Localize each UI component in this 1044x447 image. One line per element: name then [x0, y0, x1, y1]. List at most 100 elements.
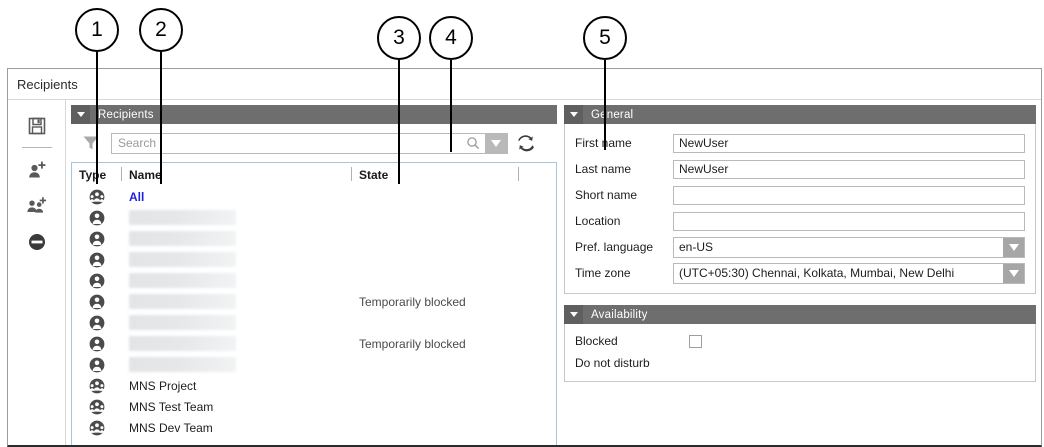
- input-location[interactable]: [673, 211, 1025, 231]
- search-input[interactable]: Search: [111, 132, 461, 154]
- refresh-button[interactable]: [508, 133, 544, 153]
- panes: Recipients Search: [66, 100, 1041, 445]
- callout-badge-1: 1: [75, 8, 119, 52]
- input-short-name[interactable]: [673, 185, 1025, 205]
- collapse-general-button[interactable]: [564, 105, 583, 124]
- availability-section-header: Availability: [564, 305, 1036, 324]
- table-row[interactable]: All: [72, 186, 556, 207]
- cell-name: [122, 357, 352, 373]
- table-row[interactable]: [72, 354, 556, 375]
- cell-name: [122, 315, 352, 331]
- table-row[interactable]: MNS Project: [72, 375, 556, 396]
- callout-badge-4: 4: [429, 16, 473, 60]
- column-separator[interactable]: [518, 167, 519, 181]
- recipient-name: MNS Project: [129, 378, 197, 393]
- table-row[interactable]: MNS Test Team: [72, 396, 556, 417]
- select-value: (UTC+05:30) Chennai, Kolkata, Mumbai, Ne…: [679, 266, 955, 280]
- cell-type: [72, 336, 122, 352]
- save-icon: [28, 117, 46, 135]
- funnel-icon: [83, 136, 99, 150]
- table-row[interactable]: [72, 228, 556, 249]
- cell-state: Temporarily blocked: [359, 336, 466, 351]
- availability-fields: Blocked Do not disturb: [564, 324, 1036, 382]
- field-label: Pref. language: [575, 240, 654, 254]
- block-icon: [29, 234, 45, 250]
- field-label: Time zone: [575, 266, 631, 280]
- block-button[interactable]: [8, 224, 66, 260]
- form-row: Short name: [575, 182, 1025, 208]
- callout-badge-3: 3: [377, 16, 421, 60]
- form-row: Time zone (UTC+05:30) Chennai, Kolkata, M…: [575, 260, 1025, 286]
- table-row[interactable]: MNS Dev Team: [72, 417, 556, 438]
- redacted-name: [129, 210, 236, 226]
- recipients-pane-header: Recipients: [71, 105, 557, 124]
- column-header-type[interactable]: Type: [79, 167, 107, 182]
- rail-divider: [21, 147, 52, 148]
- tab-recipients[interactable]: Recipients: [17, 76, 78, 92]
- blocked-checkbox[interactable]: [689, 334, 702, 348]
- cell-name: [122, 231, 352, 247]
- triangle-down-icon: [76, 112, 85, 117]
- person-icon: [89, 252, 105, 267]
- table-row[interactable]: [72, 312, 556, 333]
- cell-type: [72, 273, 122, 289]
- refresh-icon: [518, 135, 534, 152]
- search-options-button[interactable]: [485, 132, 508, 154]
- field-label: First name: [575, 136, 632, 150]
- save-button[interactable]: [8, 108, 66, 144]
- column-separator[interactable]: [351, 167, 352, 181]
- group-icon: [89, 378, 105, 393]
- redacted-name: [129, 273, 236, 289]
- triangle-down-icon: [569, 112, 578, 117]
- search-placeholder: Search: [118, 136, 157, 150]
- form-row: Pref. language en-US: [575, 234, 1025, 260]
- add-recipient-button[interactable]: [8, 152, 66, 188]
- callout-leader-5: [604, 60, 606, 150]
- add-group-button[interactable]: [8, 188, 66, 224]
- search-button[interactable]: [461, 132, 485, 154]
- table-row[interactable]: Temporarily blocked: [72, 291, 556, 312]
- person-icon: [89, 315, 105, 330]
- callout-leader-1: [96, 52, 98, 184]
- filter-button[interactable]: [71, 134, 111, 152]
- workspace: Recipients Search: [8, 100, 1041, 445]
- column-header-name[interactable]: Name: [129, 167, 162, 182]
- redacted-name: [129, 336, 236, 352]
- chevron-down-icon[interactable]: [1003, 237, 1024, 257]
- input-first-name[interactable]: NewUser: [673, 133, 1025, 153]
- person-icon: [89, 273, 105, 288]
- section-gap: [564, 294, 1036, 305]
- field-label: Short name: [575, 188, 638, 202]
- cell-name: MNS Project: [122, 379, 352, 393]
- callout-badge-5: 5: [583, 16, 627, 60]
- redacted-name: [129, 231, 236, 247]
- recipient-name: All: [129, 189, 145, 204]
- column-separator[interactable]: [121, 167, 122, 181]
- table-row[interactable]: [72, 249, 556, 270]
- availability-section: Availability Blocked Do not disturb: [564, 305, 1036, 382]
- cell-state: Temporarily blocked: [359, 294, 466, 309]
- group-icon: [89, 189, 105, 204]
- recipients-pane-title: Recipients: [98, 108, 154, 121]
- redacted-name: [129, 294, 236, 310]
- add-recipient-icon: [29, 161, 46, 178]
- form-row: Location: [575, 208, 1025, 234]
- search-group: Search: [111, 132, 508, 154]
- callout-leader-3: [398, 60, 400, 184]
- collapse-recipients-button[interactable]: [71, 105, 90, 124]
- table-row[interactable]: [72, 207, 556, 228]
- table-row[interactable]: [72, 270, 556, 291]
- column-header-state[interactable]: State: [359, 167, 389, 182]
- select-time-zone[interactable]: (UTC+05:30) Chennai, Kolkata, Mumbai, Ne…: [673, 262, 1025, 284]
- collapse-availability-button[interactable]: [564, 305, 583, 324]
- person-icon: [89, 231, 105, 246]
- chevron-down-icon[interactable]: [1003, 263, 1024, 283]
- table-row[interactable]: Temporarily blocked: [72, 333, 556, 354]
- input-last-name[interactable]: NewUser: [673, 159, 1025, 179]
- application-window: Recipients: [7, 68, 1042, 447]
- select-pref-language[interactable]: en-US: [673, 236, 1025, 258]
- redacted-name: [129, 315, 236, 331]
